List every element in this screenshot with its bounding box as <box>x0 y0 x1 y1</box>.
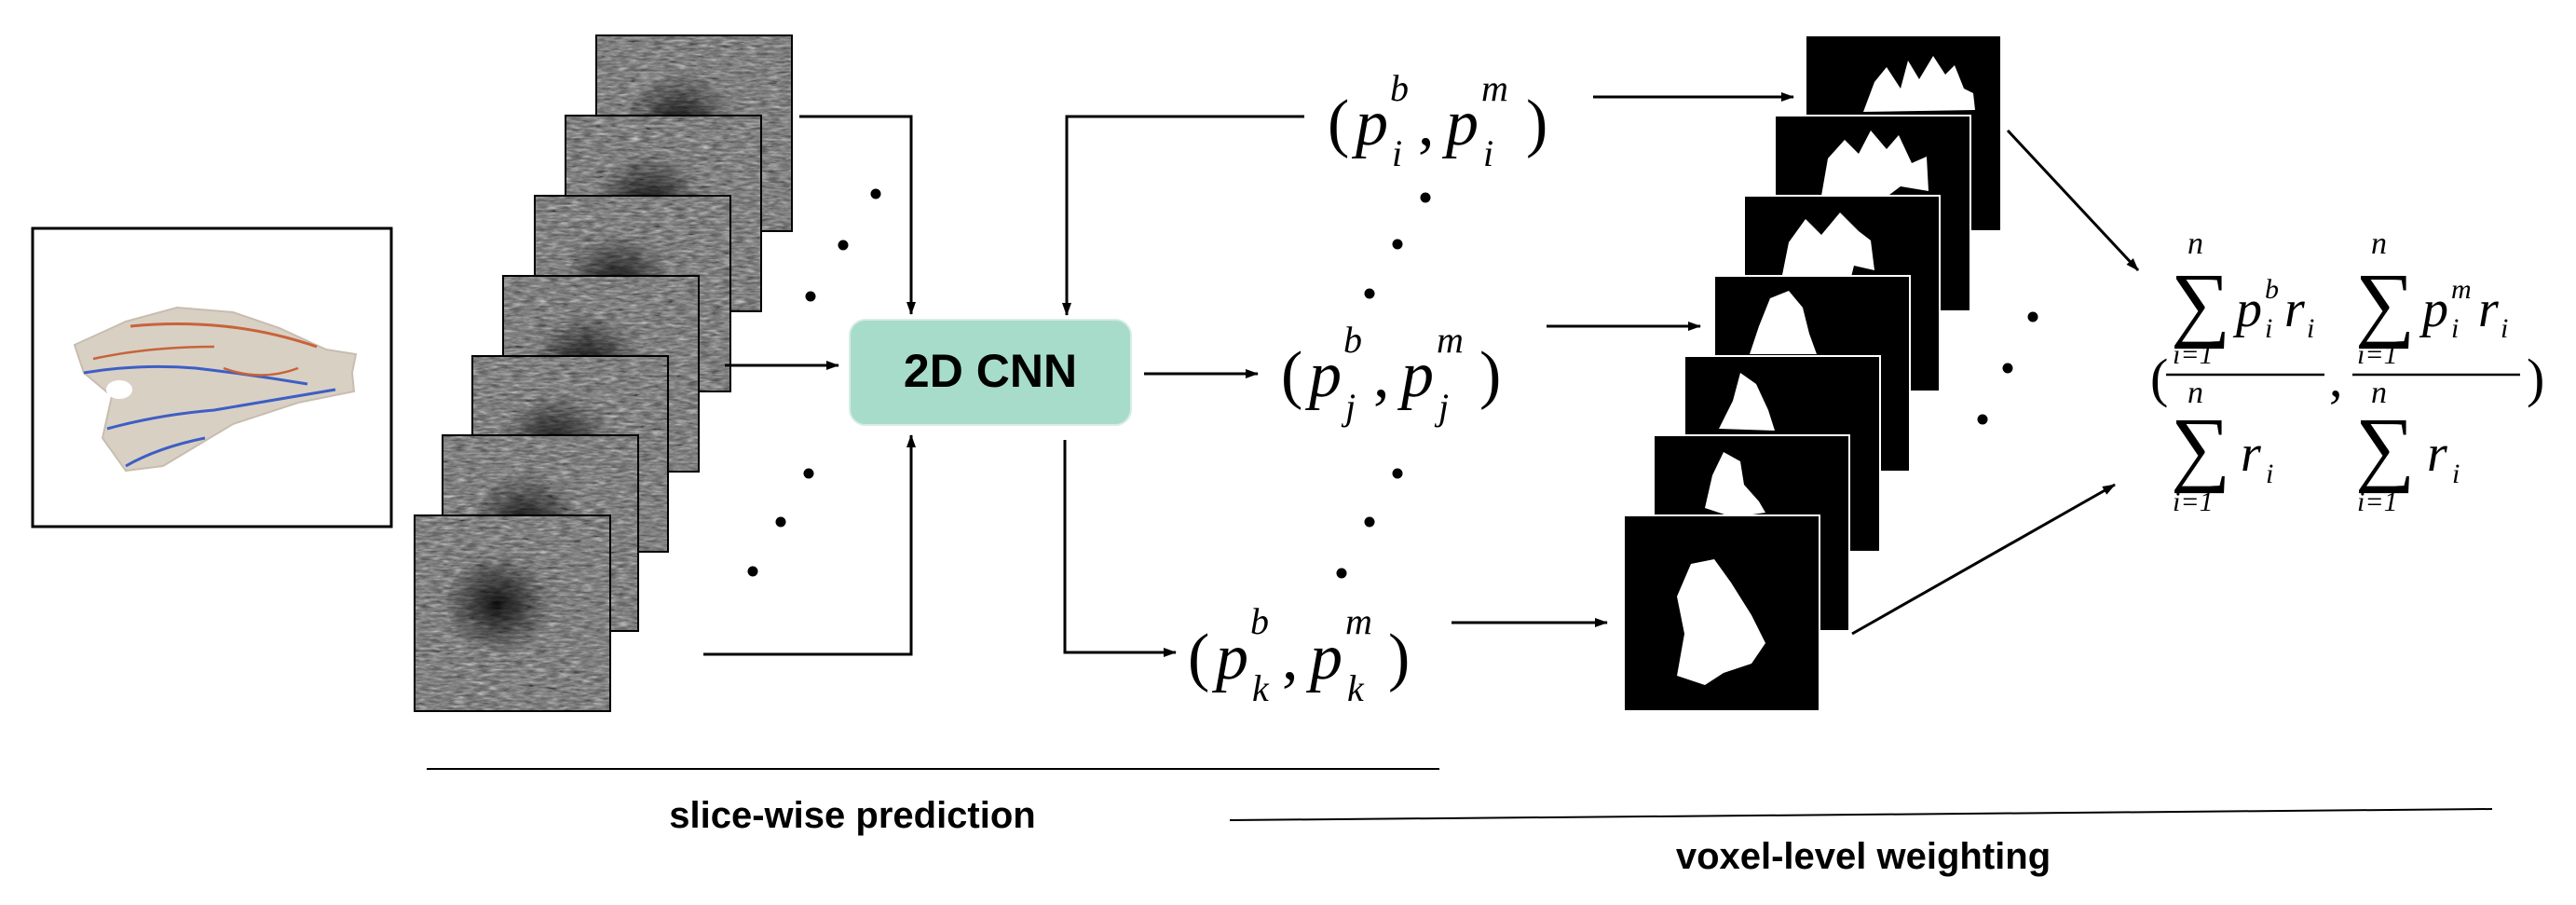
mask-arrows <box>1452 92 1794 627</box>
svg-text:): ) <box>2527 348 2544 408</box>
svg-text:b: b <box>1390 67 1409 109</box>
svg-text:(: ( <box>2150 348 2168 408</box>
output-arrows <box>1062 115 1304 657</box>
svg-text:i: i <box>2266 459 2273 489</box>
svg-text:j: j <box>1434 386 1449 428</box>
svg-text:m: m <box>2451 274 2472 305</box>
svg-text:): ) <box>1526 88 1547 159</box>
segmentation-mask-stack <box>1623 34 2002 712</box>
segmentation-mask-image <box>1623 514 1820 712</box>
svg-text:i=1: i=1 <box>2173 339 2214 370</box>
svg-text:i: i <box>1392 132 1402 174</box>
svg-text:∑: ∑ <box>2355 402 2415 494</box>
svg-text:i: i <box>2451 313 2459 344</box>
svg-text:p: p <box>1305 622 1343 693</box>
svg-text:n: n <box>2371 226 2387 261</box>
svg-text:r: r <box>2284 281 2305 338</box>
ultrasound-slice-stack <box>414 34 793 712</box>
svg-text:i=1: i=1 <box>2357 339 2398 370</box>
svg-text:i=1: i=1 <box>2357 487 2398 517</box>
svg-text:i: i <box>2307 313 2314 344</box>
formula-arrows <box>1851 129 2140 636</box>
prediction-ellipsis-dots <box>1336 192 1431 579</box>
svg-text:): ) <box>1479 339 1501 411</box>
cnn-label: 2D CNN <box>904 345 1077 397</box>
svg-text:b: b <box>2265 274 2279 305</box>
svg-text:p: p <box>1351 88 1388 159</box>
svg-text:i: i <box>2265 313 2272 344</box>
svg-text:i: i <box>2501 313 2508 344</box>
breast-volume-icon <box>31 226 393 528</box>
weighted-average-formula: ( n ∑ i=1 p b i r i n ∑ i=1 r i , n ∑ i=… <box>2150 226 2544 517</box>
svg-text:,: , <box>2329 348 2343 408</box>
ultrasound-slice-image <box>414 514 611 712</box>
svg-text:(: ( <box>1188 622 1209 693</box>
svg-text:,: , <box>1282 622 1299 693</box>
svg-text:n: n <box>2371 376 2387 410</box>
svg-text:b: b <box>1343 319 1362 361</box>
svg-text:∑: ∑ <box>2171 402 2230 494</box>
svg-text:i: i <box>2452 459 2460 489</box>
svg-text:∑: ∑ <box>2355 257 2415 350</box>
svg-text:i: i <box>1483 132 1493 174</box>
svg-text:p: p <box>1211 622 1248 693</box>
svg-text:b: b <box>1250 600 1269 642</box>
prediction-k: ( p b k , p m k ) <box>1188 600 1410 709</box>
svg-text:p: p <box>2232 281 2262 338</box>
svg-text:j: j <box>1341 386 1356 428</box>
svg-text:(: ( <box>1328 88 1349 159</box>
svg-text:r: r <box>2478 281 2499 338</box>
svg-text:k: k <box>1252 667 1270 709</box>
svg-text:m: m <box>1481 67 1508 109</box>
slice-wise-caption: slice-wise prediction <box>669 795 1035 836</box>
prediction-j: ( p b j , p m j ) <box>1281 319 1501 428</box>
prediction-i: ( p b i , p m i ) <box>1328 67 1547 174</box>
svg-text:p: p <box>1397 339 1434 411</box>
input-arrows <box>703 115 916 656</box>
cnn-block: 2D CNN <box>849 319 1132 426</box>
svg-text:(: ( <box>1281 339 1302 411</box>
mask-ellipsis-dots <box>1977 311 2038 425</box>
captions: slice-wise prediction voxel-level weight… <box>427 768 2493 877</box>
voxel-level-caption: voxel-level weighting <box>1676 836 2051 877</box>
svg-text:,: , <box>1373 339 1390 411</box>
svg-text:p: p <box>1304 339 1342 411</box>
svg-text:p: p <box>2419 281 2448 338</box>
svg-text:i=1: i=1 <box>2173 487 2214 517</box>
svg-text:k: k <box>1347 667 1365 709</box>
svg-text:): ) <box>1388 622 1410 693</box>
slice-ellipsis-dots <box>747 188 881 577</box>
svg-text:r: r <box>2427 425 2447 483</box>
svg-text:,: , <box>1418 88 1435 159</box>
svg-text:∑: ∑ <box>2171 257 2230 350</box>
svg-text:p: p <box>1441 88 1479 159</box>
svg-text:n: n <box>2188 376 2203 410</box>
svg-text:n: n <box>2188 226 2203 261</box>
svg-text:m: m <box>1437 319 1464 361</box>
svg-text:m: m <box>1345 600 1372 642</box>
svg-text:r: r <box>2241 425 2261 483</box>
